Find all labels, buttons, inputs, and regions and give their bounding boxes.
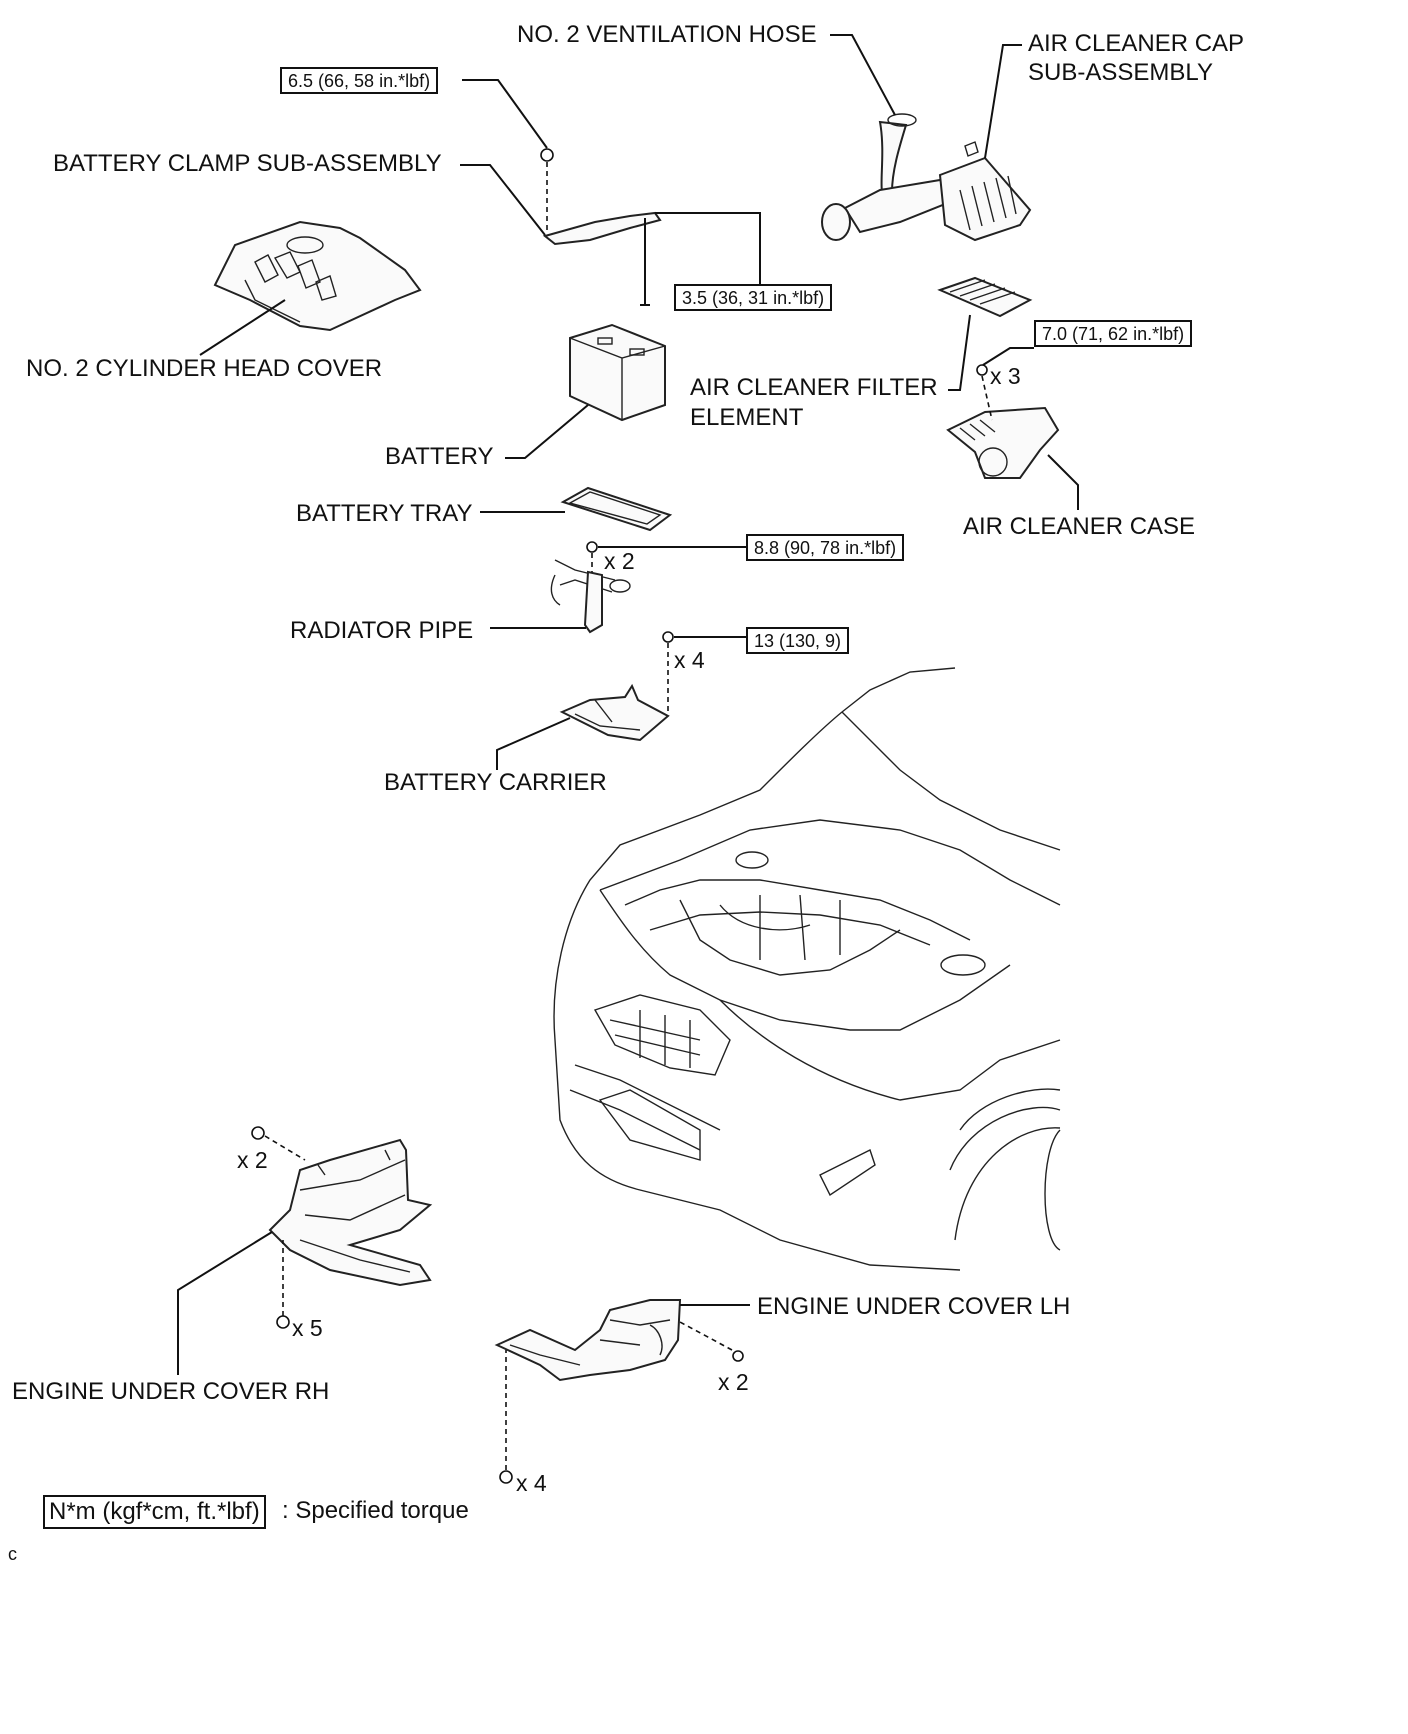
label-battery-tray: BATTERY TRAY: [296, 500, 473, 527]
qty-battery-carrier: x 4: [674, 647, 705, 673]
label-air-cleaner-cap-line1: AIR CLEANER CAP: [1028, 30, 1245, 57]
battery-clamp-drawing: [542, 211, 662, 306]
qty-radiator-pipe: x 2: [604, 548, 635, 574]
cylinder-head-cover-drawing: [213, 220, 422, 332]
leader-battery-clamp: [460, 164, 546, 236]
air-cleaner-case-drawing: [946, 406, 1060, 479]
leader-clamp-bolt-torque: [462, 79, 548, 149]
qty-lh-bottom: x 4: [516, 1470, 547, 1496]
torque-radiator-pipe: 8.8 (90, 78 in.*lbf): [746, 534, 905, 561]
label-air-cleaner-filter-line2: ELEMENT: [690, 404, 804, 431]
leader-cylinder-head-cover: [199, 299, 286, 356]
leader-air-cleaner-case-torque: [982, 347, 1034, 366]
battery-carrier-drawing: [559, 683, 670, 742]
label-engine-under-cover-lh: ENGINE UNDER COVER LH: [757, 1293, 1071, 1320]
rh-bottom-bolt-icon: [276, 1315, 290, 1329]
leader-ventilation-hose: [830, 34, 896, 116]
label-air-cleaner-filter-line1: AIR CLEANER FILTER: [690, 374, 938, 401]
corner-mark: c: [8, 1544, 17, 1564]
label-engine-under-cover-rh: ENGINE UNDER COVER RH: [12, 1378, 330, 1405]
carrier-bolt-icon: [662, 631, 674, 643]
label-ventilation-hose: NO. 2 VENTILATION HOSE: [517, 21, 817, 48]
engine-under-cover-lh-drawing: [494, 1299, 682, 1382]
qty-air-cleaner-case: x 3: [990, 363, 1021, 389]
label-battery: BATTERY: [385, 443, 494, 470]
diagram-drawing: [177, 34, 1079, 1484]
air-cleaner-case-bolt-icon: [976, 364, 988, 376]
battery-drawing: [569, 323, 666, 422]
leader-air-cleaner-cap: [984, 44, 1022, 159]
legend-description: : Specified torque: [282, 1497, 469, 1524]
torque-battery-carrier: 13 (130, 9): [746, 627, 850, 654]
legend-unit-box: N*m (kgf*cm, ft.*lbf): [43, 1495, 266, 1529]
label-air-cleaner-case: AIR CLEANER CASE: [963, 513, 1196, 540]
label-cylinder-head-cover: NO. 2 CYLINDER HEAD COVER: [26, 355, 383, 382]
label-battery-clamp: BATTERY CLAMP SUB-ASSEMBLY: [53, 150, 442, 177]
torque-clamp-bolt: 6.5 (66, 58 in.*lbf): [280, 67, 439, 94]
leader-engine-under-cover-rh: [177, 1231, 273, 1375]
lh-bottom-bolt-icon: [499, 1470, 513, 1484]
rh-top-bolt-icon: [251, 1126, 265, 1140]
lh-side-bolt-icon: [732, 1350, 744, 1362]
torque-air-cleaner-case: 7.0 (71, 62 in.*lbf): [1034, 320, 1193, 347]
torque-clamp-nut: 3.5 (36, 31 in.*lbf): [674, 284, 833, 311]
radiator-pipe-bolt-icon: [586, 541, 598, 553]
battery-tray-drawing: [560, 486, 673, 532]
leader-air-cleaner-filter: [948, 314, 971, 391]
qty-lh-side: x 2: [718, 1369, 749, 1395]
leader-air-cleaner-case: [1047, 454, 1079, 510]
leader-battery: [505, 404, 589, 459]
radiator-pipe-drawing: [550, 559, 631, 634]
exploded-parts-diagram: NO. 2 VENTILATION HOSE AIR CLEANER CAP S…: [8, 21, 1245, 1564]
engine-under-cover-rh-drawing: [268, 1138, 433, 1287]
vehicle-front-drawing: [553, 667, 1061, 1271]
qty-rh-top: x 2: [237, 1147, 268, 1173]
air-cleaner-cap-drawing: [821, 113, 1032, 242]
label-battery-carrier: BATTERY CARRIER: [384, 769, 607, 796]
label-radiator-pipe: RADIATOR PIPE: [290, 617, 474, 644]
leader-battery-carrier: [496, 717, 571, 770]
qty-rh-bottom: x 5: [292, 1315, 323, 1341]
air-cleaner-filter-drawing: [937, 276, 1033, 318]
label-air-cleaner-cap-line2: SUB-ASSEMBLY: [1028, 59, 1213, 86]
clamp-bolt-icon: [540, 148, 554, 162]
